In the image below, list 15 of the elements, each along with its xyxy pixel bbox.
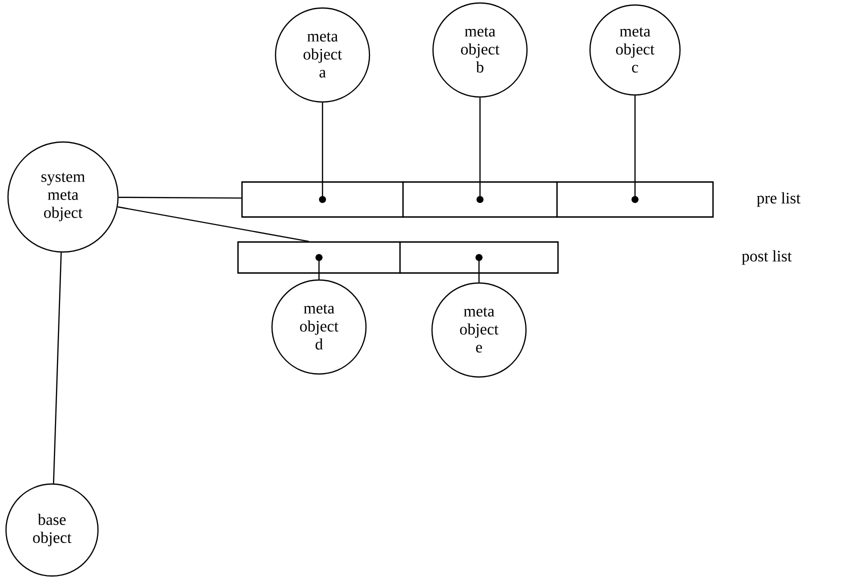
list-label: pre list (756, 192, 800, 207)
pointer-line (316, 254, 322, 280)
list-cell (241, 181, 404, 218)
pointer-line (476, 254, 482, 282)
list-cell (402, 181, 558, 218)
connector-line (52, 252, 62, 484)
pointer-line (319, 102, 326, 203)
list-label: post list (742, 250, 792, 265)
connector-line (118, 206, 309, 242)
connector-line (118, 196, 242, 199)
list-cell (237, 241, 401, 274)
pointer-line (632, 96, 638, 203)
list-cell (556, 181, 714, 218)
list-cell (399, 241, 559, 274)
pointer-line (476, 98, 484, 203)
